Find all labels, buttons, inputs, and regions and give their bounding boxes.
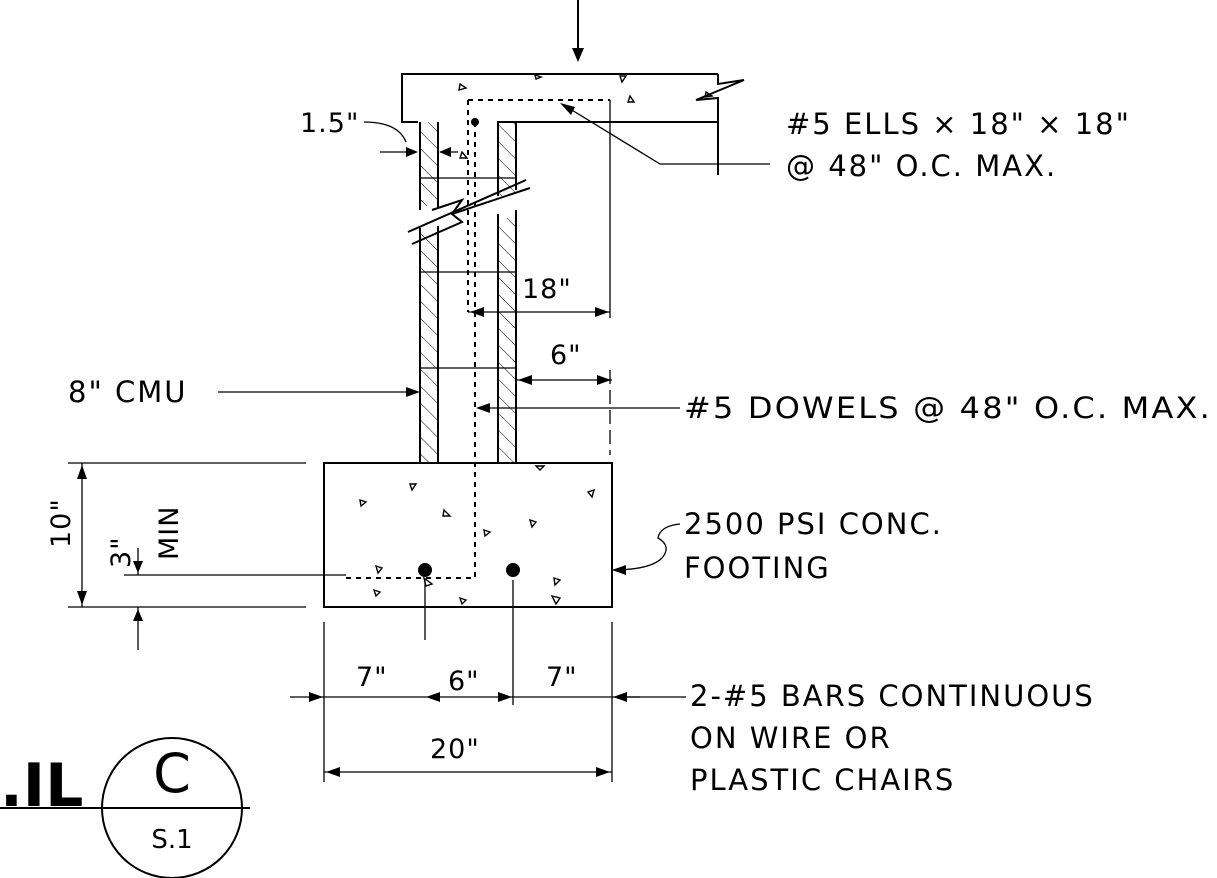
note-dowels: #5 DOWELS @ 48" O.C. MAX. (684, 391, 1212, 425)
dim-label-ell-leg: 18" (522, 274, 572, 305)
note-cmu: 8" CMU (68, 375, 188, 409)
dim-label-clear-cover-min: MIN (154, 506, 185, 560)
dim-label-dowel: 6" (550, 340, 582, 371)
dim-dowel: 6" (516, 340, 612, 455)
dim-label-cover-top: 1.5" (300, 108, 359, 139)
footing (323, 462, 613, 608)
detail-title-partial: .IL (0, 751, 83, 821)
dim-bottom: 7" 6" 7" 20" (290, 580, 640, 782)
note-bars-line2: ON WIRE OR (690, 721, 892, 755)
dim-clear-cover: 3" MIN (106, 506, 346, 650)
dim-label-edge-left: 7" (356, 662, 388, 693)
rebar-left (418, 563, 432, 577)
detail-title-block: .IL C S.1 (0, 737, 250, 878)
note-conc-line2: FOOTING (684, 551, 831, 585)
dim-footing-depth: 10" (46, 462, 306, 608)
note-ells-line1: #5 ELLS × 18" × 18" (786, 107, 1131, 141)
slab (401, 73, 745, 175)
dim-label-bar-spacing: 6" (448, 666, 480, 697)
dim-cover-top: 1.5" (300, 108, 458, 157)
dim-label-edge-right: 7" (546, 662, 578, 693)
detail-letter: C (153, 742, 191, 805)
dim-label-footing-width: 20" (430, 734, 480, 765)
cmu-wall (407, 100, 531, 578)
dim-ell-leg: 18" (468, 100, 611, 318)
load-arrow (572, 0, 584, 62)
detail-sheet: S.1 (151, 825, 192, 855)
note-bars-line1: 2-#5 BARS CONTINUOUS (690, 679, 1095, 713)
dim-label-clear-cover: 3" (106, 536, 137, 568)
note-ells-line2: @ 48" O.C. MAX. (786, 149, 1057, 183)
notes: #5 ELLS × 18" × 18" @ 48" O.C. MAX. 8" C… (68, 107, 1212, 797)
note-conc-line1: 2500 PSI CONC. (684, 507, 943, 541)
rebar-right (506, 563, 520, 577)
leaders (218, 103, 770, 698)
dim-label-footing-depth: 10" (46, 498, 77, 548)
note-bars-line3: PLASTIC CHAIRS (690, 763, 955, 797)
